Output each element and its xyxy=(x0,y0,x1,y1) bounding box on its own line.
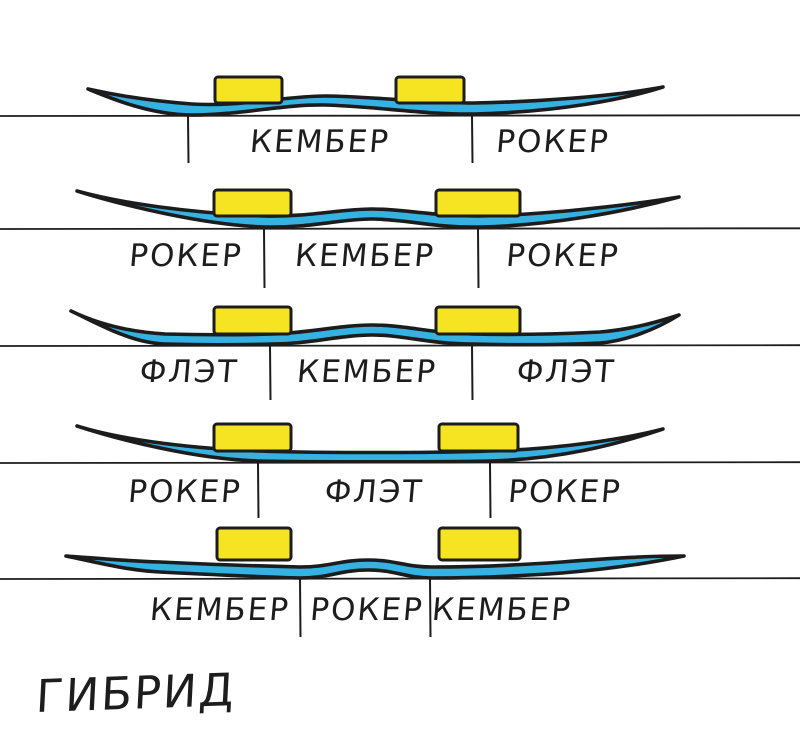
binding xyxy=(434,188,522,218)
board-row-4 xyxy=(0,422,800,519)
section-label-camber: КЕМБЕР xyxy=(295,354,439,390)
section-label-camber: КЕМБЕР xyxy=(248,124,392,160)
snowboard-profile xyxy=(86,85,665,117)
snowboard-profile xyxy=(69,309,681,347)
binding xyxy=(434,305,522,336)
binding xyxy=(437,526,522,562)
section-label-flat: ФЛЭТ xyxy=(515,354,617,390)
binding xyxy=(212,305,293,336)
divider-tick xyxy=(299,578,302,638)
divider-tick xyxy=(263,228,266,289)
ground-line xyxy=(0,577,800,580)
snowboard-profile xyxy=(64,554,686,580)
ground-line xyxy=(0,344,800,347)
section-label-flat: ФЛЭТ xyxy=(138,354,240,390)
divider-tick xyxy=(489,462,492,519)
board-row-5 xyxy=(0,526,800,638)
section-label-rocker: РОКЕР xyxy=(127,238,245,274)
section-label-rocker: РОКЕР xyxy=(506,474,624,510)
diagram-title: ГИБРИД xyxy=(34,662,238,724)
ground-line xyxy=(0,114,800,117)
binding xyxy=(213,75,284,105)
board-row-1 xyxy=(0,75,800,164)
snowboard-profile xyxy=(75,424,665,464)
divider-tick xyxy=(187,115,190,164)
binding xyxy=(437,422,520,453)
divider-tick xyxy=(471,115,474,164)
section-label-flat: ФЛЭТ xyxy=(323,474,425,510)
section-label-rocker: РОКЕР xyxy=(504,238,622,274)
section-label-camber: КЕМБЕР xyxy=(293,238,437,274)
divider-tick xyxy=(429,578,432,638)
section-label-camber: КЕМБЕР xyxy=(148,592,292,628)
divider-tick xyxy=(257,462,260,519)
ground-line xyxy=(0,227,800,230)
binding xyxy=(394,75,466,105)
snowboard-profile xyxy=(75,189,681,229)
board-row-3 xyxy=(0,305,800,401)
section-label-rocker: РОКЕР xyxy=(494,124,612,160)
divider-tick xyxy=(269,345,272,401)
binding xyxy=(215,526,293,562)
binding xyxy=(212,422,293,453)
section-label-rocker: РОКЕР xyxy=(126,474,244,510)
section-label-rocker: РОКЕР xyxy=(308,592,426,628)
binding xyxy=(212,188,293,218)
divider-tick xyxy=(471,345,474,401)
section-label-camber: КЕМБЕР xyxy=(430,592,574,628)
divider-tick xyxy=(477,228,480,289)
board-row-2 xyxy=(0,188,800,289)
